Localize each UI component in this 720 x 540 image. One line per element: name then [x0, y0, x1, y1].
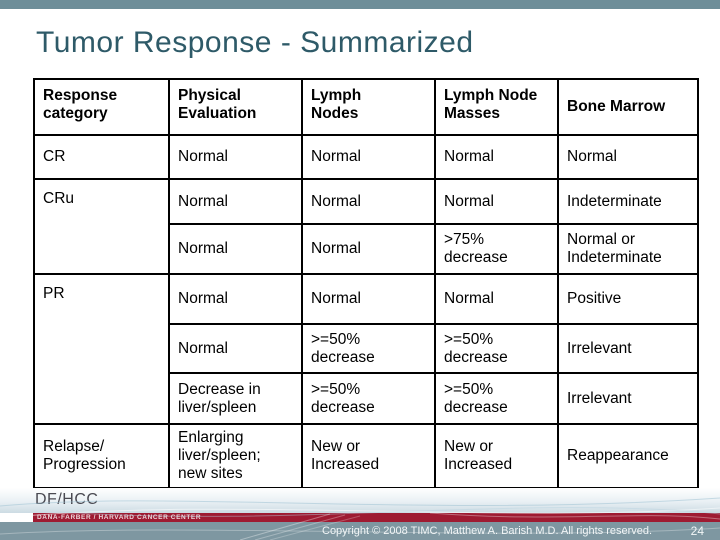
table-cell: Normal	[301, 134, 436, 180]
table-row-pr: PR Normal Normal Normal Positive	[33, 273, 699, 425]
slide-title: Tumor Response - Summarized	[36, 26, 474, 59]
header-physical-evaluation: Physical Evaluation	[168, 78, 303, 136]
table-cell: Enlarging liver/spleen; new sites	[168, 423, 303, 489]
table-row-pr-2: Normal >=50% decrease >=50% decrease Irr…	[34, 323, 699, 374]
table-cell: Irrelevant	[557, 323, 699, 374]
row-category-cell: Relapse/ Progression	[33, 423, 170, 489]
table-cell: Normal	[301, 273, 436, 325]
table-cell: Indeterminate	[557, 178, 699, 225]
table-cell: Reappearance	[557, 423, 699, 489]
table-cell: Irrelevant	[557, 372, 699, 425]
table-cell: Normal	[168, 178, 303, 225]
footer-maroon-bar: DANA-FARBER / HARVARD CANCER CENTER	[33, 513, 720, 522]
header-bone-marrow: Bone Marrow	[557, 78, 699, 136]
table-cell: >=50% decrease	[301, 323, 436, 374]
table-cell: Normal	[434, 134, 559, 180]
table-cell: New or Increased	[434, 423, 559, 489]
table-cell: Normal	[301, 178, 436, 225]
table-cell: >=50% decrease	[434, 323, 559, 374]
table-cell: Normal	[434, 178, 559, 225]
row-category-cell: CR	[33, 134, 170, 180]
table-cell: Normal	[434, 273, 559, 325]
table-cell: Positive	[557, 273, 699, 325]
table-cell: Normal	[168, 134, 303, 180]
footer-teal-band: Copyright © 2008 TIMC, Matthew A. Barish…	[0, 522, 720, 540]
table-cell: Normal	[168, 323, 303, 374]
slide-footer: DF/HCC DANA-FARBER / HARVARD CANCER CENT…	[0, 488, 720, 540]
table-row-cru: CRu Normal Normal Normal Indeterminate	[33, 178, 699, 275]
table-cell: >=50% decrease	[434, 372, 559, 425]
header-lymph-nodes: Lymph Nodes	[301, 78, 436, 136]
table-cell: Normal	[301, 223, 436, 275]
table-row-relapse: Relapse/ Progression Enlarging liver/spl…	[33, 423, 699, 489]
table-cell: New or Increased	[301, 423, 436, 489]
table-cell: >=50% decrease	[301, 372, 436, 425]
table-cell: Normal	[168, 273, 303, 325]
row-category-cell: CRu	[33, 178, 170, 275]
table-row-pr-3: Decrease in liver/spleen >=50% decrease …	[34, 372, 699, 425]
table-row-cru-2: Normal Normal >75% decrease Normal or In…	[34, 223, 699, 275]
header-lymph-node-masses: Lymph Node Masses	[434, 78, 559, 136]
footer-gradient-band: DF/HCC	[0, 488, 720, 513]
table-cell: Normal	[168, 223, 303, 275]
header-response-category: Response category	[33, 78, 170, 136]
table-cell: >75% decrease	[434, 223, 559, 275]
page-number: 24	[690, 524, 704, 538]
table-cell: Normal	[557, 134, 699, 180]
table-cell: Decrease in liver/spleen	[168, 372, 303, 425]
copyright-text: Copyright © 2008 TIMC, Matthew A. Barish…	[322, 525, 653, 537]
dfhcc-logo: DF/HCC	[35, 491, 99, 508]
table-cell: Normal or Indeterminate	[557, 223, 699, 275]
table-row-cr: CR Normal Normal Normal Normal	[33, 134, 699, 180]
dfhcc-logo-subtitle: DANA-FARBER / HARVARD CANCER CENTER	[37, 514, 202, 521]
top-accent-bar	[0, 0, 720, 9]
table-header-row: Response category Physical Evaluation Ly…	[33, 78, 699, 136]
tumor-response-table: Response category Physical Evaluation Ly…	[33, 78, 699, 489]
row-category-cell: PR	[33, 273, 170, 425]
